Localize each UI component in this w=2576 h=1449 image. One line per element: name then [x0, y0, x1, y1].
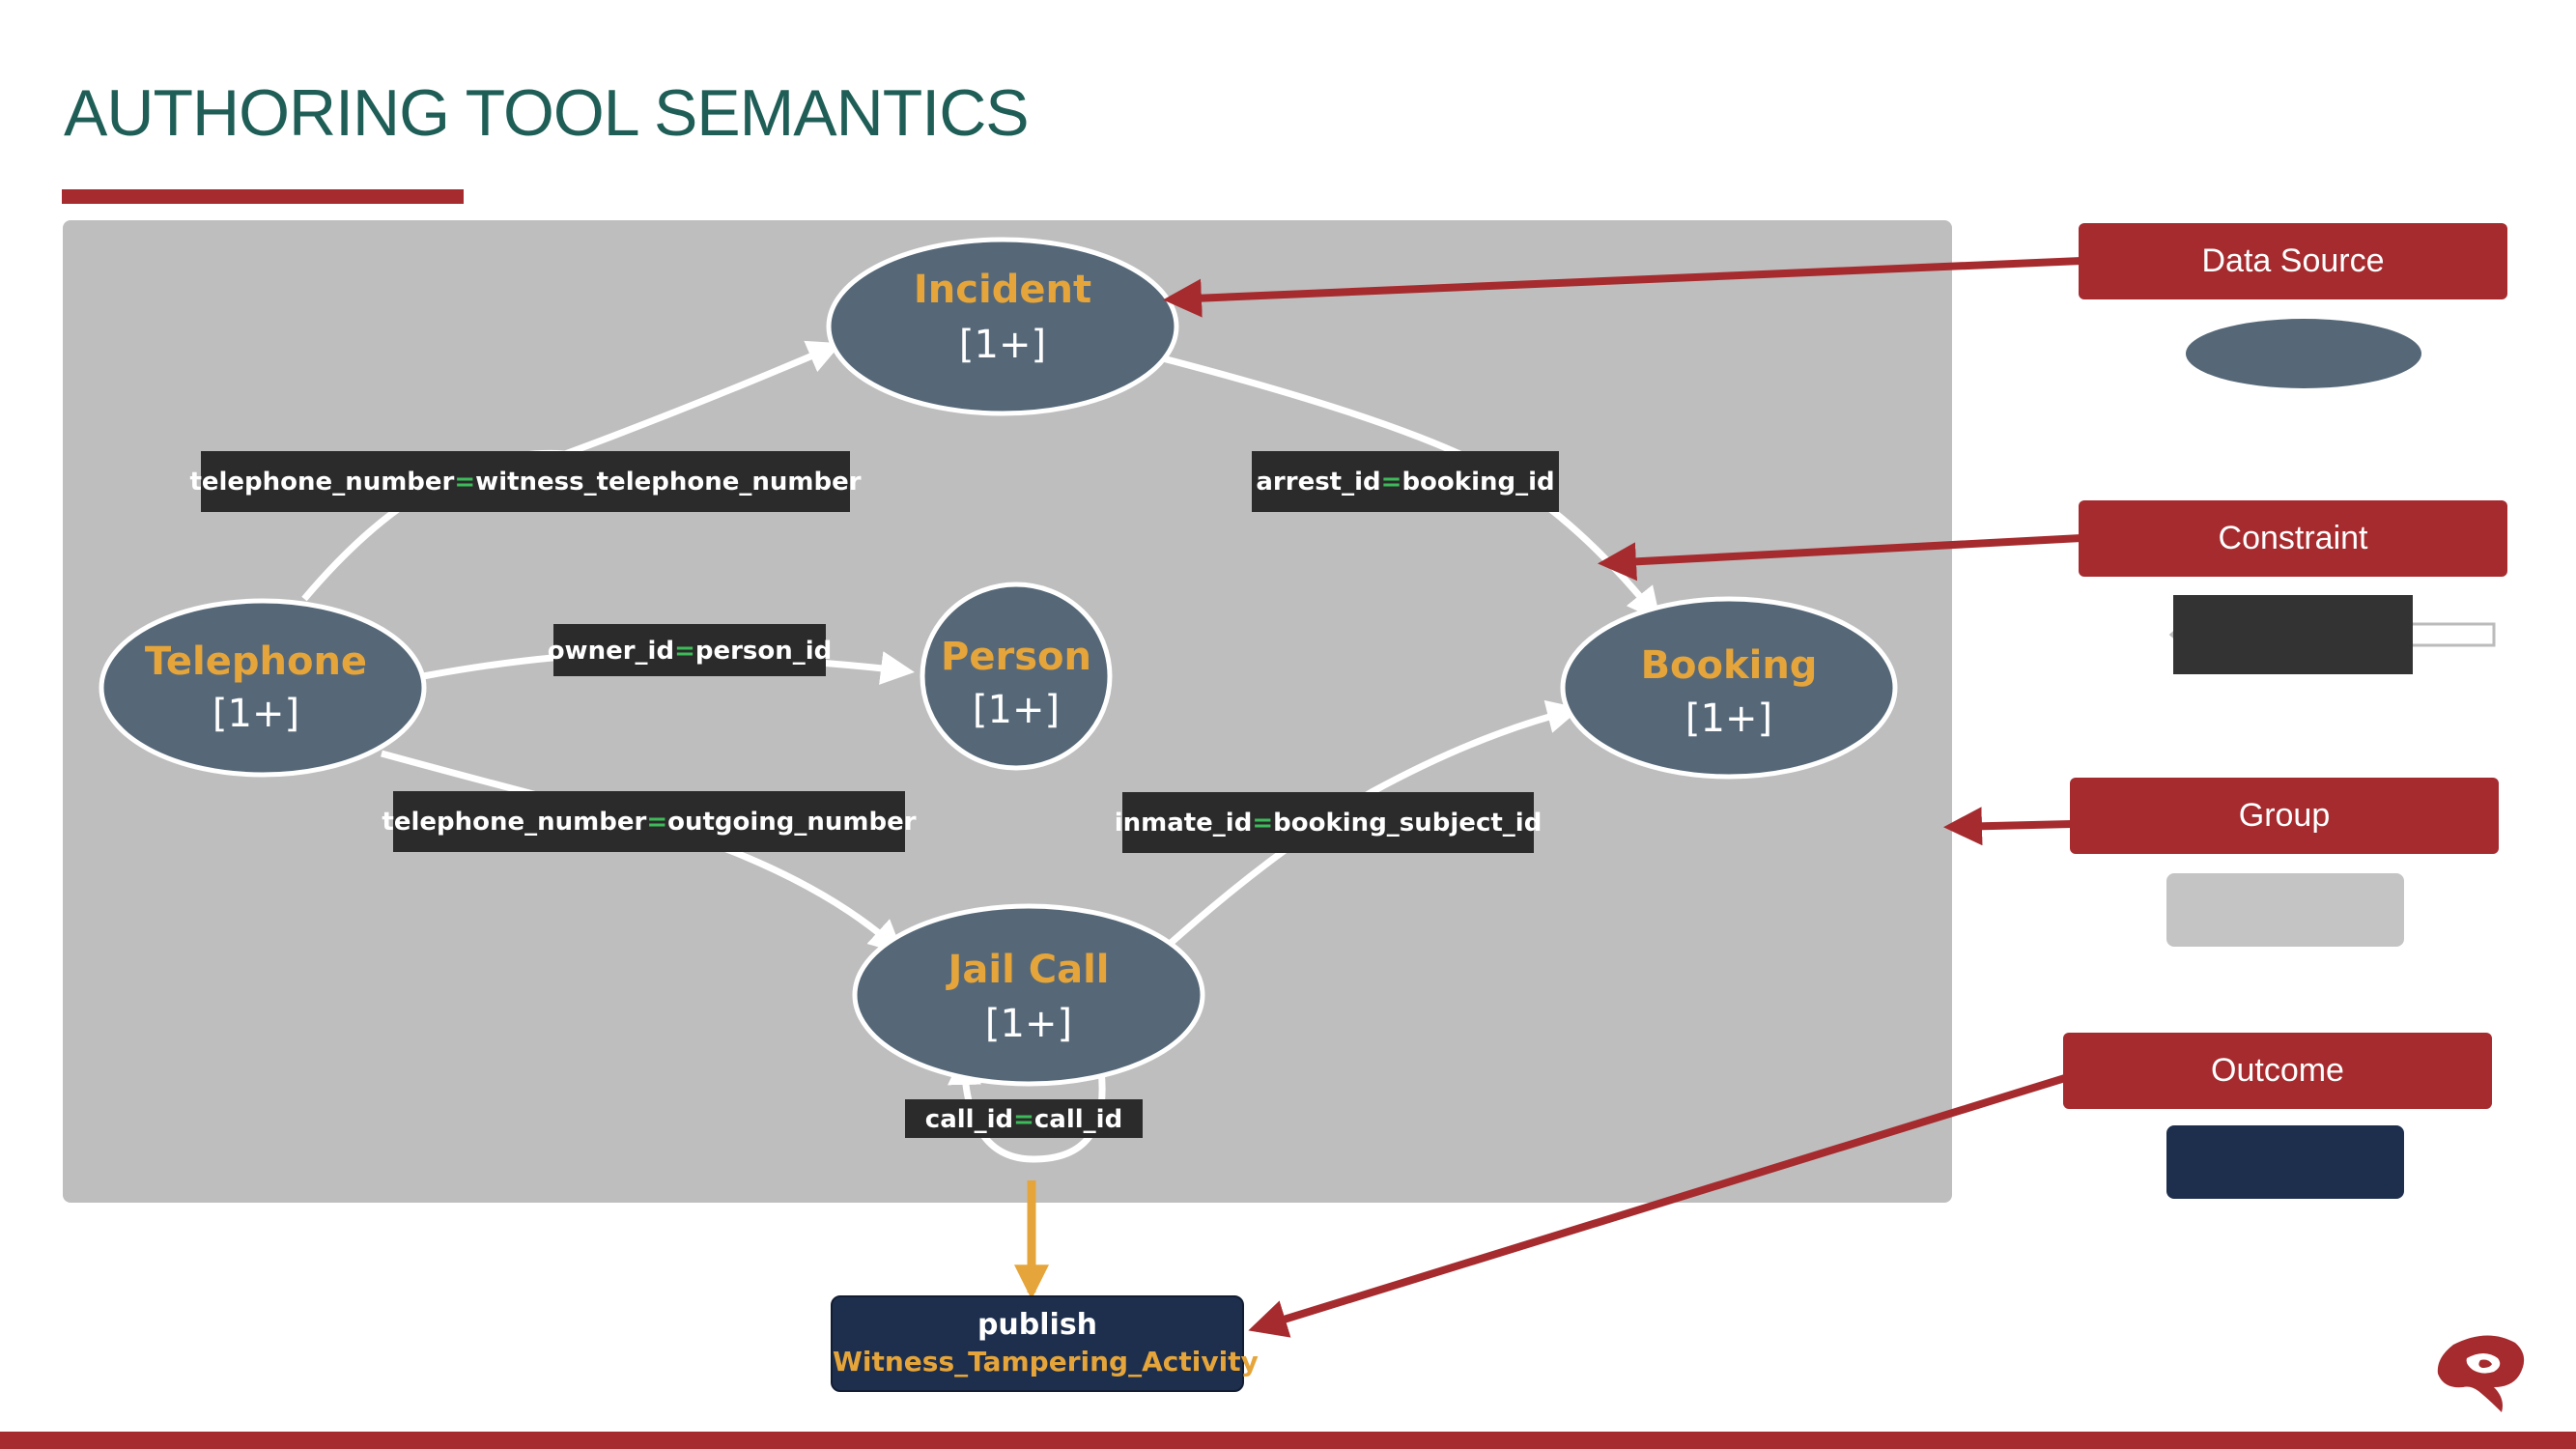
- node-jailcall[interactable]: Jail Call [1+]: [852, 903, 1205, 1087]
- svg-text:telephone_number=witness_telep: telephone_number=witness_telephone_numbe…: [189, 468, 861, 497]
- node-incident[interactable]: Incident [1+]: [826, 237, 1179, 416]
- pointer-arrow-data-source: [1163, 257, 2082, 318]
- legend-data-source-label: Data Source: [2079, 223, 2507, 299]
- edge-label-telephone-jailcall[interactable]: telephone_number=outgoing_number: [382, 791, 917, 852]
- edge-label-jailcall-self[interactable]: call_id=call_id: [905, 1099, 1143, 1138]
- edge-label-right: booking_id: [1401, 468, 1554, 497]
- svg-text:owner_id=person_id: owner_id=person_id: [548, 637, 833, 666]
- legend-swatch-ellipse-icon: [2186, 319, 2421, 388]
- bottom-accent-bar: [0, 1432, 2576, 1449]
- edge-label-equals: =: [1252, 809, 1273, 838]
- node-person-title: Person: [941, 635, 1091, 679]
- edge-label-equals: =: [1381, 468, 1402, 497]
- node-telephone[interactable]: Telephone [1+]: [99, 598, 427, 778]
- edge-label-left: call_id: [925, 1105, 1013, 1134]
- edge-label-right: witness_telephone_number: [475, 468, 862, 497]
- svg-text:arrest_id=booking_id: arrest_id=booking_id: [1256, 468, 1554, 497]
- edge-label-right: booking_subject_id: [1273, 809, 1542, 838]
- node-person-count: [1+]: [973, 688, 1060, 732]
- node-jailcall-count: [1+]: [985, 1002, 1072, 1046]
- title-underline: [62, 189, 464, 204]
- node-incident-title: Incident: [914, 268, 1091, 312]
- edge-label-right: outgoing_number: [667, 808, 917, 837]
- edge-label-telephone-incident[interactable]: telephone_number=witness_telephone_numbe…: [189, 451, 862, 512]
- edge-label-left: telephone_number: [189, 468, 454, 497]
- pointer-arrow-outcome: [1248, 1074, 2067, 1338]
- page-title: AUTHORING TOOL SEMANTICS: [64, 76, 1030, 150]
- edge-label-left: inmate_id: [1115, 809, 1253, 838]
- edge-label-jailcall-booking[interactable]: inmate_id=booking_subject_id: [1115, 792, 1543, 853]
- node-incident-count: [1+]: [959, 323, 1046, 367]
- svg-text:inmate_id=booking_subject_id: inmate_id=booking_subject_id: [1115, 809, 1543, 838]
- edge-label-telephone-person[interactable]: owner_id=person_id: [548, 624, 833, 676]
- edge-label-right: person_id: [695, 637, 832, 666]
- pointer-arrow-constraint: [1598, 534, 2082, 582]
- legend-swatch-outcome-icon: [2166, 1125, 2404, 1199]
- outcome-name: Witness_Tampering_Activity: [833, 1346, 1259, 1378]
- node-jailcall-title: Jail Call: [946, 948, 1110, 992]
- legend-constraint-label: Constraint: [2079, 500, 2507, 577]
- edge-label-equals: =: [674, 637, 695, 666]
- legend-swatch-group-icon: [2166, 873, 2404, 947]
- svg-text:telephone_number=outgoing_numb: telephone_number=outgoing_number: [382, 808, 916, 837]
- edge-label-right: call_id: [1034, 1105, 1122, 1134]
- brand-logo-icon: [2437, 1335, 2525, 1412]
- node-telephone-title: Telephone: [145, 639, 367, 684]
- edge-label-left: owner_id: [548, 637, 674, 666]
- legend-outcome-label: Outcome: [2063, 1033, 2492, 1109]
- svg-text:call_id=call_id: call_id=call_id: [925, 1105, 1122, 1134]
- edge-label-incident-booking[interactable]: arrest_id=booking_id: [1252, 451, 1559, 512]
- edge-label-equals: =: [646, 808, 667, 837]
- edge-label-equals: =: [454, 468, 475, 497]
- edge-label-left: arrest_id: [1256, 468, 1380, 497]
- legend-group-label: Group: [2070, 778, 2499, 854]
- edge-label-left: telephone_number: [382, 808, 646, 837]
- node-person[interactable]: Person [1+]: [920, 582, 1113, 771]
- edge-label-equals: =: [1013, 1105, 1034, 1134]
- node-booking-title: Booking: [1641, 643, 1818, 688]
- node-booking[interactable]: Booking [1+]: [1560, 596, 1898, 780]
- legend-swatch-arrow-icon: [2168, 595, 2496, 674]
- outcome-box[interactable]: publish Witness_Tampering_Activity: [831, 1295, 1259, 1392]
- outcome-verb: publish: [977, 1308, 1098, 1342]
- node-booking-count: [1+]: [1685, 696, 1772, 741]
- node-telephone-count: [1+]: [212, 692, 299, 736]
- pointer-arrow-group: [1943, 807, 2073, 846]
